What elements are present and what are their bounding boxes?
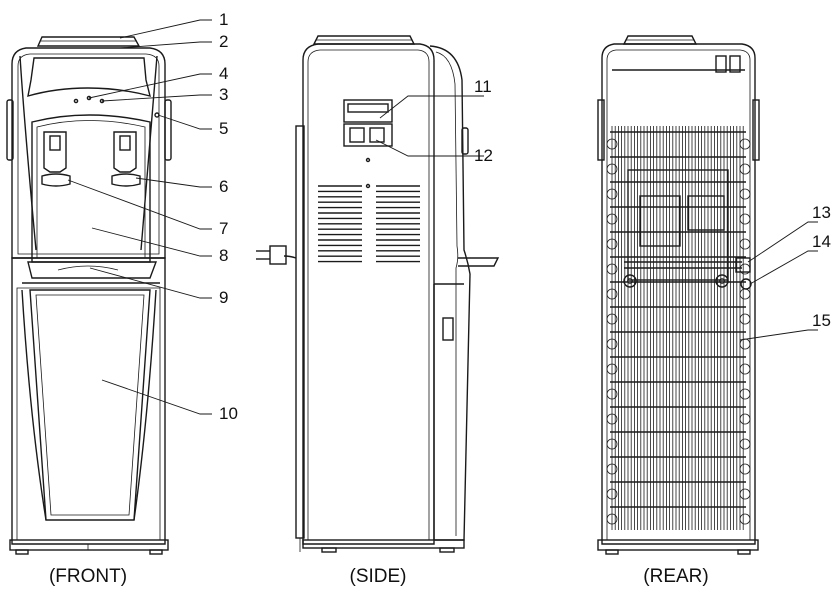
callout-1: 1: [219, 10, 228, 29]
front-base: [9, 539, 169, 551]
drip-tray: [27, 261, 158, 279]
fuse-holder: [735, 257, 751, 273]
callout-6: 6: [219, 177, 228, 196]
callout-5: 5: [219, 119, 228, 138]
side-body: [302, 43, 435, 545]
front-side-handle: [6, 99, 14, 161]
rear-body: [601, 43, 756, 545]
power-switch-box: [343, 123, 393, 147]
compressor-area: [623, 169, 742, 288]
callout-10: 10: [219, 404, 238, 423]
side-view: [256, 35, 500, 553]
power-switch[interactable]: [349, 127, 365, 143]
front-cabinet-door: [29, 289, 151, 521]
callout-8: 8: [219, 246, 228, 265]
caption-side: (SIDE): [350, 566, 407, 587]
callout-12: 12: [474, 146, 493, 165]
front-upper-body: [11, 47, 166, 259]
dispensing-recess: [31, 114, 151, 263]
front-side-handle: [164, 99, 172, 161]
condenser-coil: [606, 126, 751, 530]
drain-plug: [740, 278, 752, 290]
side-base: [302, 539, 465, 549]
faucet-right[interactable]: [111, 131, 141, 187]
callout-14: 14: [812, 232, 831, 251]
callout-4: 4: [219, 64, 228, 83]
callout-15: 15: [812, 311, 831, 330]
rear-base: [597, 539, 759, 551]
caption-rear: (REAR): [643, 566, 708, 587]
side-door-handle: [442, 317, 454, 341]
front-top-cap: [36, 36, 141, 47]
callout-7: 7: [219, 219, 228, 238]
callout-11: 11: [474, 77, 492, 96]
front-top-panel: [27, 57, 151, 97]
callout-2: 2: [219, 32, 228, 51]
callout-3: 3: [219, 85, 228, 104]
leader-lines: [67, 19, 818, 415]
callout-9: 9: [219, 288, 228, 307]
rear-view: [597, 35, 760, 555]
side-vent-left: [318, 185, 362, 263]
side-vent-right: [376, 185, 420, 263]
front-lower-body: [11, 257, 166, 545]
side-front-profile: [429, 45, 471, 541]
power-switch[interactable]: [369, 127, 385, 143]
indicator-light: [73, 98, 79, 104]
front-view: [6, 36, 172, 555]
power-plug: [256, 245, 297, 265]
switch-panel: [343, 99, 393, 123]
caption-front: (FRONT): [49, 566, 127, 587]
callout-numbers: 1 2 4 3 5 6 7 8 9 10 11 12 13 14 15: [219, 10, 831, 423]
faucet-left[interactable]: [41, 131, 71, 187]
callout-13: 13: [812, 203, 831, 222]
